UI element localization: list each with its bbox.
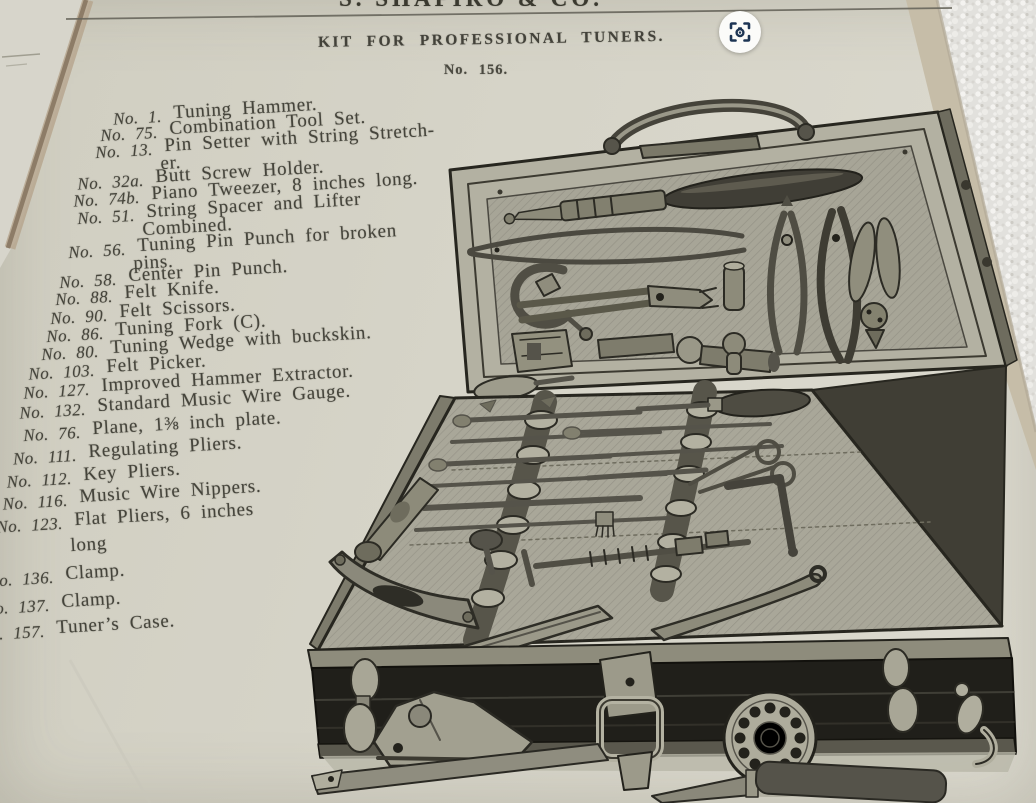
tuning-lever-illustration: [724, 474, 798, 557]
corner-latch: [954, 682, 998, 768]
round-nose-pliers-illustration: [766, 195, 808, 356]
small-tools-rows: [414, 395, 784, 532]
left-latch: [343, 658, 380, 753]
right-latch: [882, 648, 919, 733]
tuning-hammer-illustration: [503, 168, 864, 225]
pencil-mark: [1, 53, 41, 58]
wire-nippers-illustration: [848, 217, 901, 349]
right-tool-belt: [650, 380, 718, 602]
catalog-illustration: [307, 98, 1018, 803]
bent-wrench-illustration: [650, 565, 827, 642]
item-description: Clamp.: [64, 559, 126, 585]
flat-file-illustration: [311, 743, 609, 795]
comb-tool: [595, 511, 615, 538]
front-items: [311, 690, 948, 803]
chisel-illustration: [651, 760, 948, 803]
item-description: long: [69, 533, 108, 557]
felt-picker-block-illustration: [511, 329, 573, 373]
visual-search-button[interactable]: [719, 11, 761, 53]
hammer-extractor-illustration: [516, 285, 719, 324]
threaded-tool-illustration: [521, 529, 751, 587]
lid-tools: [467, 168, 901, 401]
pin-punch-illustration: [722, 261, 746, 375]
page-crease: [68, 659, 152, 803]
piano-tweezer-illustration: [467, 226, 747, 265]
pencil-mark: [5, 63, 28, 67]
visual-search-icon: [729, 22, 751, 42]
scoop-illustration: [473, 375, 575, 401]
case-handle: [603, 98, 815, 159]
catalog-number: No. 156.: [443, 62, 509, 78]
header-rule: [65, 7, 953, 20]
item-number: [0, 555, 58, 559]
item-description: Clamp.: [60, 587, 122, 613]
spokeshave-illustration: [328, 550, 480, 630]
left-page-edge: [0, 0, 94, 268]
item-number: No. 123.: [0, 513, 64, 537]
clamp-illustration: [510, 262, 593, 341]
tray-screwdriver: [635, 388, 811, 418]
center-buckle: [596, 651, 664, 791]
page-running-header: S. SHAPIRO & CO.: [296, 0, 646, 12]
diagonal-handle-tool: [354, 477, 503, 575]
felt-scissors-illustration: [688, 439, 796, 494]
